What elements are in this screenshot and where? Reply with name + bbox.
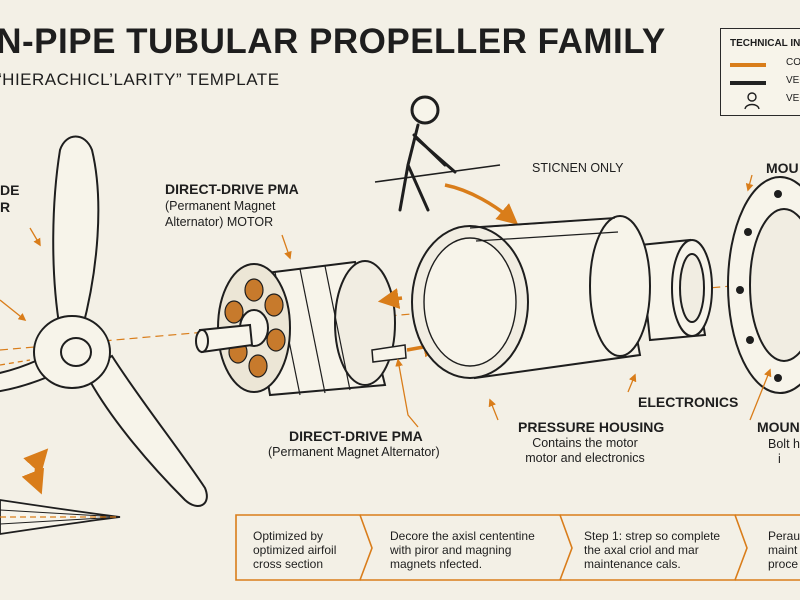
person-icon (744, 92, 760, 110)
step-4: Perau maint proce (768, 529, 800, 571)
mount-top-label: MOU (766, 160, 799, 176)
electronics-label: ELECTRONICS (638, 394, 739, 410)
blade-label-line2: R (0, 199, 11, 215)
step-line: optimized airfoil (253, 543, 337, 557)
step-2: Decore the axisl cententine with piror a… (390, 529, 535, 571)
legend-item-vector: VECT (730, 74, 800, 92)
legend-label: VECT (786, 93, 800, 104)
step-line: the axal criol and mar (584, 543, 699, 557)
pma-top-desc-2: Alternator) MOTOR (165, 215, 274, 229)
step-line: Decore the axisl cententine (390, 529, 535, 543)
step-line: cross section (253, 557, 324, 571)
pressure-housing-desc-1: Contains the motor (532, 436, 638, 450)
step-line: proce (768, 557, 799, 571)
legend-panel: TECHNICAL INF COLO VECT VECT (720, 28, 800, 116)
pma-motor (195, 260, 407, 397)
pressure-housing (411, 215, 713, 380)
step-line: magnets nfected. (390, 557, 483, 571)
scale-note: STICNEN ONLY (532, 161, 624, 175)
page-subtitle: “HIERACHICL’LARITY” TEMPLATE (0, 70, 280, 89)
pma-bottom-title: DIRECT-DRIVE PMA (289, 428, 423, 444)
step-line: Perau (768, 529, 800, 543)
mount-bottom-desc-1: Bolt h (768, 437, 800, 451)
step-1: Optimized by optimized airfoil cross sec… (253, 529, 336, 571)
step-line: Optimized by (253, 529, 324, 543)
pma-top-title: DIRECT-DRIVE PMA (165, 181, 299, 197)
mounting-flange (727, 176, 800, 394)
legend-label: VECT (786, 75, 800, 86)
process-steps-flow (235, 514, 800, 581)
step-line: with piror and magning (390, 543, 512, 557)
pressure-housing-desc-2: motor and electronics (525, 451, 645, 465)
person-scale-icon (374, 95, 501, 212)
page-title: IN-PIPE TUBULAR PROPELLER FAMILY (0, 22, 666, 61)
propeller (0, 135, 208, 507)
pma-bottom-desc: (Permanent Magnet Alternator) (268, 445, 440, 459)
pressure-housing-title: PRESSURE HOUSING (518, 419, 665, 435)
pma-top-desc-1: (Permanent Magnet (165, 199, 276, 213)
step-line: Step 1: strep so complete (584, 529, 721, 543)
leader-lines (0, 174, 772, 428)
legend-swatch-black (730, 81, 766, 85)
mount-bottom-desc-2: i (778, 452, 781, 466)
blade-label-line1: DE (0, 182, 20, 198)
legend-title: TECHNICAL INF (730, 38, 800, 49)
rotation-arrow (21, 448, 49, 495)
legend-swatch-orange (730, 63, 766, 67)
step-line: maintenance cals. (584, 557, 681, 571)
mount-bottom-title: MOUN (757, 419, 800, 435)
blade-cross-section (0, 499, 121, 535)
legend-label: COLO (786, 57, 800, 68)
step-line: maint (768, 543, 798, 557)
legend-item-color: COLO (730, 56, 800, 74)
step-3: Step 1: strep so complete the axal criol… (584, 529, 720, 571)
legend-item-person: VECT (730, 92, 800, 110)
